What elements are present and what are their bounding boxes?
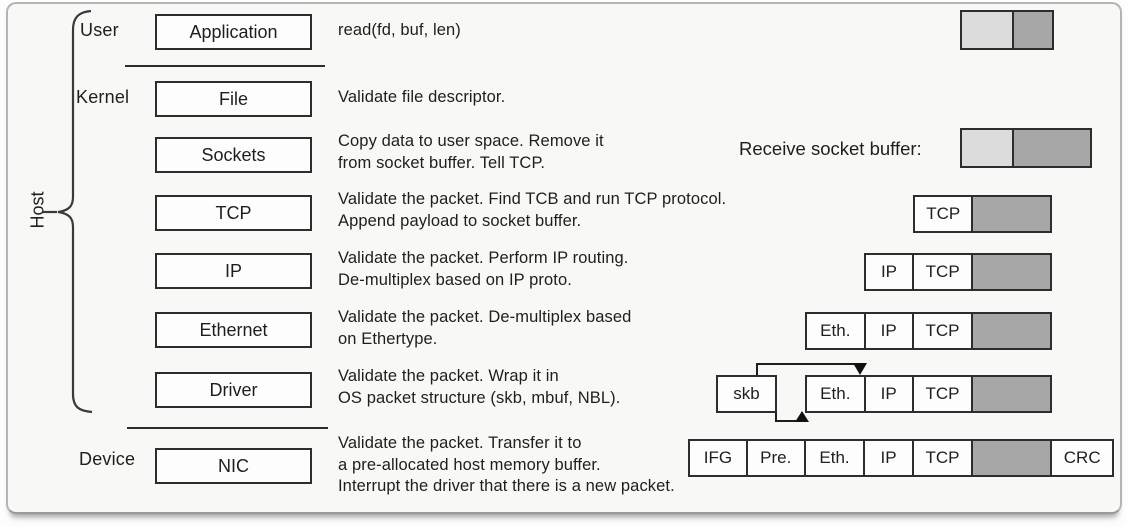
packet-cell-eth: Eth.	[820, 384, 851, 403]
layer-box-ip: IP	[155, 253, 312, 289]
socket-buffer-caption: Receive socket buffer:	[739, 138, 922, 159]
socket-buffer-payload-cell	[1011, 130, 1090, 166]
packet-cell-payload	[971, 441, 1051, 475]
layer-box-sockets: Sockets	[155, 137, 312, 173]
layer-box-file: File	[155, 81, 312, 117]
packet-cell-ip: IP	[863, 314, 912, 348]
app-buffer-copied-cell	[962, 12, 1013, 48]
desc-ip: Validate the packet. Perform IP routing.…	[338, 249, 629, 289]
packet-cell-tcp: TCP	[911, 255, 971, 289]
desc-application: read(fd, buf, len)	[338, 21, 461, 39]
desc-ethernet: Validate the packet. De-multiplex based …	[338, 308, 632, 348]
group-label-device: Device	[79, 449, 136, 469]
packet-cell-tcp: TCP	[911, 314, 972, 348]
packet-cell-payload	[971, 314, 1051, 348]
socket-buffer-light-cell	[962, 130, 1012, 166]
packet-cell-payload	[971, 255, 1050, 289]
nic-frame: IFG Pre. Eth. IP TCP CRC	[688, 439, 1114, 477]
desc-tcp: Validate the packet. Find TCB and run TC…	[338, 190, 727, 230]
kernel-device-separator	[127, 427, 328, 429]
receive-socket-buffer	[960, 128, 1092, 168]
layer-box-ethernet: Ethernet	[155, 312, 312, 348]
skb-box: skb	[716, 375, 777, 413]
desc-driver: Validate the packet. Wrap it in OS packe…	[338, 367, 621, 407]
layer-box-nic: NIC	[155, 448, 312, 484]
driver-packet: Eth. IP TCP	[805, 375, 1052, 413]
packet-cell-ip: IP	[880, 262, 897, 281]
layer-box-application: Application	[155, 14, 312, 50]
group-label-user: User	[80, 20, 119, 40]
desc-nic: Validate the packet. Transfer it to a pr…	[338, 434, 675, 495]
packet-cell-tcp: TCP	[926, 204, 961, 223]
desc-file: Validate file descriptor.	[338, 88, 506, 106]
packet-cell-ip: IP	[863, 441, 911, 475]
app-buffer-remaining-cell	[1012, 12, 1052, 48]
packet-cell-tcp: TCP	[911, 441, 972, 475]
host-label: Host	[27, 191, 48, 229]
packet-cell-crc: CRC	[1050, 441, 1112, 475]
layer-box-tcp: TCP	[155, 195, 312, 231]
packet-cell-payload	[971, 197, 1050, 231]
ethernet-packet: Eth. IP TCP	[805, 312, 1052, 350]
packet-cell-eth: Eth.	[820, 321, 851, 340]
group-label-kernel: Kernel	[76, 87, 130, 107]
tcp-packet: TCP	[913, 195, 1052, 233]
app-buffer	[960, 10, 1054, 50]
packet-cell-ifg: IFG	[703, 448, 733, 467]
packet-cell-ip: IP	[863, 377, 912, 411]
ip-packet: IP TCP	[864, 253, 1052, 291]
user-kernel-separator	[125, 65, 325, 67]
packet-cell-tcp: TCP	[911, 377, 972, 411]
packet-cell-eth: Eth.	[803, 441, 864, 475]
packet-cell-pre: Pre.	[745, 441, 804, 475]
layer-box-driver: Driver	[155, 372, 312, 408]
desc-sockets: Copy data to user space. Remove it from …	[338, 132, 604, 172]
packet-cell-payload	[971, 377, 1051, 411]
